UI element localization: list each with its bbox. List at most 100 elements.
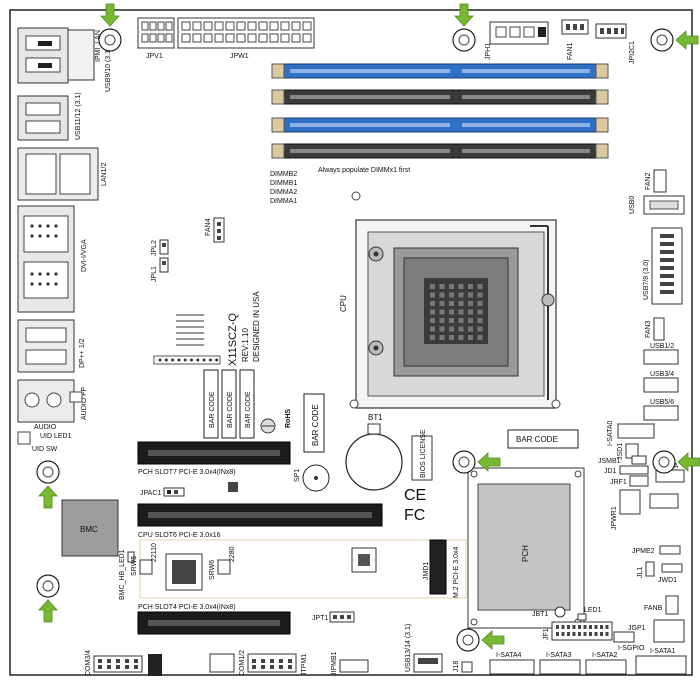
dimm-population-note: Always populate DIMMx1 first: [318, 167, 410, 174]
green-arrow-icon: [454, 3, 474, 27]
board-origin: DESIGNED IN USA: [252, 291, 261, 362]
jpv1-connector: JPV1: [137, 17, 175, 60]
board-outline: [9, 9, 693, 676]
i-sata3-label: I-SATA3: [546, 652, 572, 659]
dimm-slot-b2: [271, 143, 609, 159]
fan1-connector: FAN1: [561, 19, 589, 60]
cpu-label: CPU: [339, 295, 348, 312]
j18-label: J18: [453, 661, 460, 672]
cpu-mount-hole-3: [351, 191, 361, 201]
jd1-header: JD1: [604, 465, 649, 475]
i-sata4-port: [489, 659, 535, 675]
jgp1-label: JGP1: [628, 625, 646, 632]
rohs-label: RoHS: [285, 409, 292, 428]
i-sata1-port: [635, 655, 687, 675]
ce-mark: CE: [404, 487, 426, 504]
bmc-hb-led1-label: BMC_HB_LED1: [119, 549, 126, 600]
usb3-4-header: [643, 377, 679, 393]
green-arrow-icon: [38, 599, 58, 623]
jpwr1-header: JPWR1: [611, 489, 679, 530]
bt1-label: BT1: [368, 413, 383, 422]
ipmi-lan-label: IPMI_LAN: [95, 30, 102, 62]
jpi2c1-connector: JPI2C1: [595, 23, 636, 64]
bios-license-label: BIOS LICENSE: [420, 429, 427, 478]
jbt1-label: JBT1: [532, 611, 548, 618]
sata-ports-bottom: I-SATA4 I-SATA3 I-SATA2 I-SATA1: [489, 648, 687, 675]
green-arrow-icon: [477, 452, 501, 472]
jbt1-jumper: JBT1: [532, 606, 566, 618]
uid-switch: [17, 431, 31, 445]
usb7-8-port: USB7/8 (3.0): [643, 227, 683, 305]
jpl1-label: JPL1: [151, 266, 158, 282]
cpu-mount-hole-1: [349, 399, 359, 409]
dimm-label-b1: DIMMB1: [270, 180, 297, 187]
m2-slot-label: M.2 PCI-E 3.0x4: [453, 547, 460, 598]
green-arrow-icon: [100, 3, 120, 27]
i-sgpio-header: I-SGPIO: [613, 631, 645, 652]
m2-area: SRW5 22110 SRW6 2280 JMD1 M.2 PCI-E 3.0x…: [131, 539, 467, 599]
srw6-label: SRW6: [209, 560, 216, 580]
uid-led1-label: UID LED1: [40, 433, 72, 440]
jipmb1-header: JIPMB1: [331, 651, 369, 676]
srw6-standoff: [217, 559, 231, 575]
pch-label: PCH: [521, 545, 530, 562]
jsmb1-header: JSMB1: [598, 455, 647, 465]
usb0-port: USB0: [629, 195, 685, 215]
dimm-slot-a1: [271, 63, 609, 79]
jpwr1-label: JPWR1: [611, 506, 618, 530]
dimm-label-a1: DIMMA1: [270, 198, 297, 205]
jipmb1-label: JIPMB1: [331, 651, 338, 676]
i-sata2-label: I-SATA2: [592, 652, 618, 659]
dp-label: DP++ 1/2: [79, 338, 86, 368]
mounting-hole-arrows: [38, 3, 700, 650]
cpu-socket: CPU: [339, 219, 557, 409]
green-arrow-icon: [481, 630, 505, 650]
usb13-14-header: USB13/14 (3.1): [405, 624, 443, 673]
rear-io-panel: IPMI_LAN USB9/10 (3.1) USB11/12 (3.1) LA…: [17, 27, 112, 453]
green-arrow-icon: [38, 485, 58, 509]
pcie-slot-7: PCH SLOT7 PCI-E 3.0x4(INx8): [137, 441, 291, 476]
jpt1-header: JPT1: [312, 611, 355, 623]
usb11-12-label: USB11/12 (3.1): [75, 92, 82, 140]
usb5-6-header: [643, 405, 679, 421]
usb1-2-header: [643, 349, 679, 365]
usb1-2-label: USB1/2: [650, 343, 674, 350]
jwd1-jumper: JWD1: [658, 563, 683, 584]
jf1-header: JF1: [543, 621, 613, 641]
i-sata0-port: I-SATA0: [607, 420, 655, 446]
fanb-header: FANB: [644, 595, 679, 615]
i-sata3-port: [539, 659, 581, 675]
fcc-mark: FC: [404, 507, 425, 524]
ipmi-lan-port: [67, 29, 95, 81]
jpt1-label: JPT1: [312, 615, 328, 622]
jsd1-label: JSD1: [617, 443, 624, 460]
jpac1-label: JPAC1: [140, 490, 161, 497]
board-revision: REV:1.10: [241, 328, 250, 362]
fanb-label: FANB: [644, 605, 663, 612]
dvi-vga-label: DVI-I/VGA: [81, 239, 88, 272]
jpac1-jumper: JPAC1: [140, 487, 185, 497]
usb7-8-label: USB7/8 (3.0): [643, 260, 650, 300]
jpv1-label: JPV1: [146, 53, 163, 60]
black-header: [148, 654, 162, 676]
usb5-6-label: USB5/6: [650, 399, 674, 406]
audio-label: AUDIO: [34, 424, 57, 431]
jl1-label: JL1: [637, 567, 644, 578]
barcode-label-3: BAR CODE: [245, 391, 252, 428]
usb-headers-right: USB1/2 USB3/4 USB5/6: [643, 343, 679, 421]
fan3-header: FAN3: [645, 317, 665, 341]
i-sgpio-label: I-SGPIO: [618, 645, 645, 652]
com1-2-label: COM1/2: [239, 650, 246, 676]
rohs-mark: RoHS: [260, 409, 292, 434]
lan1-2-label: LAN1/2: [101, 163, 108, 186]
uid-sw-label: UID SW: [32, 446, 58, 453]
cpu-mount-hole-2: [551, 399, 561, 409]
usb9-10-label: USB9/10 (3.1): [105, 48, 112, 92]
jrf1-header: JRF1: [610, 475, 649, 487]
usb3-4-label: USB3/4: [650, 371, 674, 378]
jtpm1-header: JTPM1: [209, 653, 308, 676]
small-ic: [228, 482, 238, 492]
fan4-header: FAN4: [205, 217, 225, 243]
jmd1-connector: [429, 539, 447, 595]
